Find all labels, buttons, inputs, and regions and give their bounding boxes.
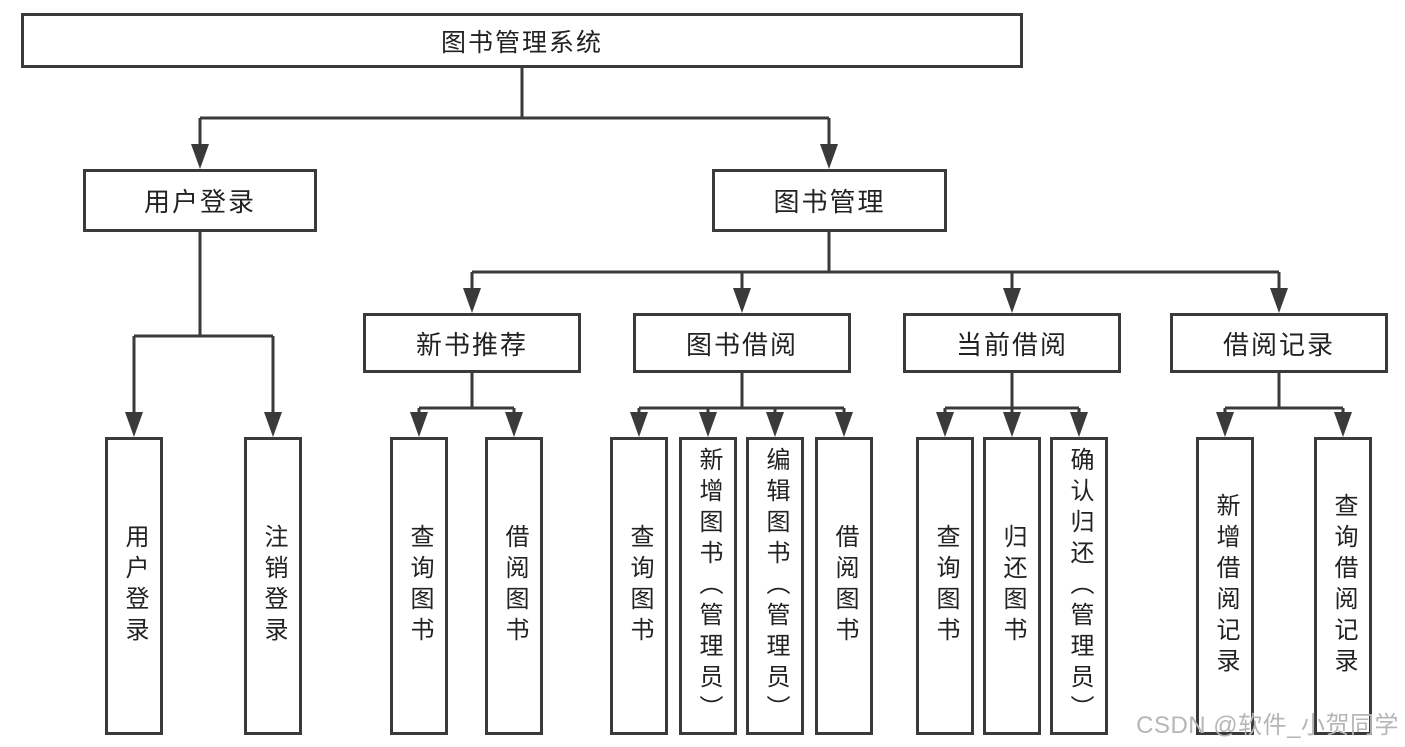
leaf-edit-book-admin: 编辑图书（管理员）: [746, 437, 804, 735]
arrow-down-icon: [1270, 288, 1288, 313]
leaf-label: 查询图书: [406, 524, 433, 648]
leaf-user-login: 用户登录: [105, 437, 163, 735]
connector-borrowing-records-children: [1216, 373, 1352, 437]
leaf-label: 新增图书（管理员）: [695, 446, 722, 726]
arrow-down-icon: [1216, 412, 1234, 437]
node-user-login: 用户登录: [83, 169, 317, 232]
node-book-management: 图书管理: [712, 169, 947, 232]
arrow-down-icon: [699, 412, 717, 437]
watermark: CSDN @软件_小贺同学: [1136, 712, 1399, 739]
arrow-down-icon: [1003, 288, 1021, 313]
node-book-borrowing: 图书借阅: [633, 313, 851, 373]
arrow-down-icon: [1334, 412, 1352, 437]
arrow-down-icon: [410, 412, 428, 437]
node-current-borrowing: 当前借阅: [903, 313, 1121, 373]
arrow-down-icon: [766, 412, 784, 437]
connector-user-login-children: [125, 232, 282, 437]
arrow-down-icon: [936, 412, 954, 437]
node-new-book-recommendation: 新书推荐: [363, 313, 581, 373]
arrow-down-icon: [191, 144, 209, 169]
connector-book-management-children: [463, 232, 1288, 313]
arrow-down-icon: [820, 144, 838, 169]
arrow-down-icon: [1070, 412, 1088, 437]
node-borrowing-records: 借阅记录: [1170, 313, 1388, 373]
arrow-down-icon: [733, 288, 751, 313]
leaf-label: 借阅图书: [831, 524, 858, 648]
node-library-system: 图书管理系统: [21, 13, 1023, 68]
leaf-label: 用户登录: [121, 524, 148, 648]
connector-current-borrowing-children: [936, 373, 1088, 437]
arrow-down-icon: [463, 288, 481, 313]
connector-root-to-level2: [191, 68, 838, 169]
leaf-confirm-return-admin: 确认归还（管理员）: [1050, 437, 1108, 735]
leaf-label: 借阅图书: [501, 524, 528, 648]
leaf-query-books-current: 查询图书: [916, 437, 974, 735]
leaf-label: 确认归还（管理员）: [1066, 446, 1093, 726]
arrow-down-icon: [630, 412, 648, 437]
arrow-down-icon: [264, 412, 282, 437]
arrow-down-icon: [1003, 412, 1021, 437]
arrow-down-icon: [505, 412, 523, 437]
leaf-label: 注销登录: [260, 524, 287, 648]
leaf-label: 查询借阅记录: [1330, 493, 1357, 679]
leaf-return-books: 归还图书: [983, 437, 1041, 735]
arrow-down-icon: [835, 412, 853, 437]
connector-new-book-children: [410, 373, 523, 437]
leaf-borrow-books: 借阅图书: [815, 437, 873, 735]
arrow-down-icon: [125, 412, 143, 437]
leaf-logout-login: 注销登录: [244, 437, 302, 735]
leaf-add-book-admin: 新增图书（管理员）: [679, 437, 737, 735]
leaf-query-books-borrow: 查询图书: [610, 437, 668, 735]
leaf-label: 查询图书: [626, 524, 653, 648]
leaf-label: 新增借阅记录: [1212, 493, 1239, 679]
leaf-query-borrow-record: 查询借阅记录: [1314, 437, 1372, 735]
connector-book-borrowing-children: [630, 373, 853, 437]
leaf-borrow-books-recommend: 借阅图书: [485, 437, 543, 735]
leaf-query-books-recommend: 查询图书: [390, 437, 448, 735]
leaf-label: 编辑图书（管理员）: [762, 446, 789, 726]
leaf-add-borrow-record: 新增借阅记录: [1196, 437, 1254, 735]
leaf-label: 归还图书: [999, 524, 1026, 648]
leaf-label: 查询图书: [932, 524, 959, 648]
